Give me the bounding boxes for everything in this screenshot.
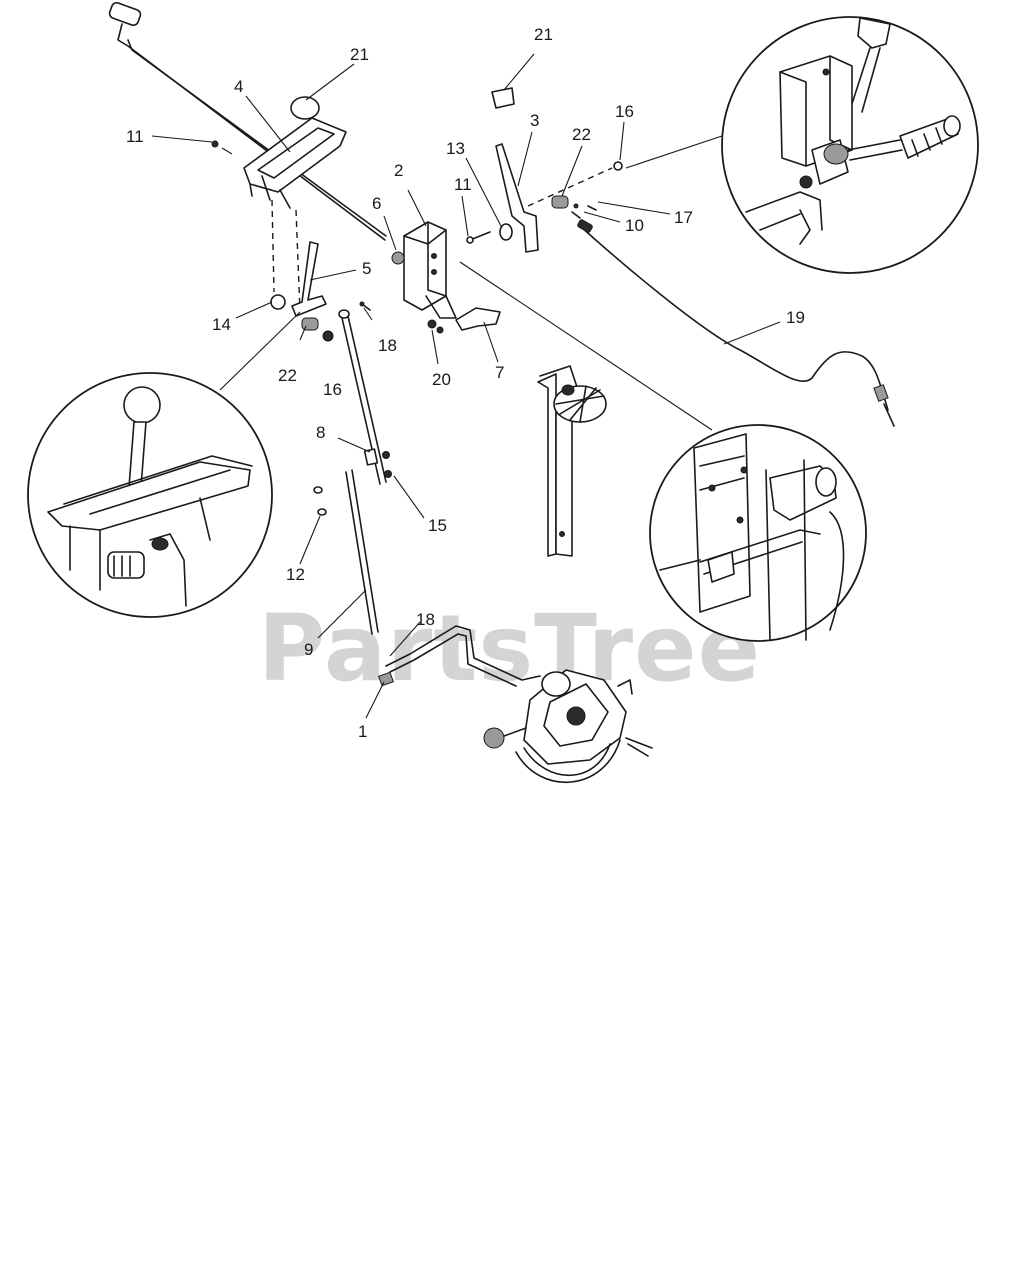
detail-view-upper-right (625, 16, 979, 274)
part-4-shift-plate (243, 117, 347, 209)
part-16-nut-right (613, 161, 623, 171)
callout-11-center: 11 (454, 175, 472, 194)
part-10-clip (571, 203, 581, 219)
callout-15: 15 (428, 516, 447, 535)
part-22-spring-left (301, 317, 319, 331)
part-14-washer (270, 294, 286, 310)
callout-11-left: 11 (126, 127, 144, 146)
callout-16-right: 16 (615, 102, 634, 121)
callout-1: 1 (358, 722, 367, 741)
part-5-lever (291, 241, 327, 317)
callout-4: 4 (234, 77, 243, 96)
alignment-line-2 (295, 209, 301, 313)
callout-18-lower: 18 (416, 610, 435, 629)
watermark-text: PartsTree (258, 595, 761, 702)
part-21-knob-left (290, 96, 320, 120)
callout-10: 10 (625, 216, 644, 235)
callout-6: 6 (372, 194, 381, 213)
callout-labels: 21 4 11 14 22 16 5 18 6 2 11 13 3 21 22 … (126, 25, 805, 741)
part-7-plate (455, 307, 501, 331)
callout-16-left: 16 (323, 380, 342, 399)
gear-shaft-assembly (537, 365, 607, 557)
part-19-cable (577, 219, 895, 427)
callout-leaders (151, 53, 781, 719)
part-13-washer (499, 223, 513, 241)
alignment-line-1 (271, 199, 275, 293)
part-8-link-rod (338, 309, 387, 485)
part-6-nut (391, 251, 405, 265)
callout-21-center: 21 (534, 25, 553, 44)
part-21-knob-center (491, 87, 515, 109)
part-3-lever (495, 143, 539, 253)
shift-rod (108, 1, 387, 241)
callout-9: 9 (304, 640, 313, 659)
callout-22-left: 22 (278, 366, 297, 385)
part-22-spring-right (551, 195, 569, 209)
callout-21-left: 21 (350, 45, 369, 64)
callout-18-upper: 18 (378, 336, 397, 355)
part-17-pin (587, 205, 597, 211)
callout-5: 5 (362, 259, 371, 278)
part-15-nut-b (384, 470, 392, 478)
part-15-nut-a (382, 451, 390, 459)
callout-8: 8 (316, 423, 325, 442)
detail-view-lower-right (459, 261, 867, 642)
callout-17: 17 (674, 208, 693, 227)
callout-7: 7 (495, 363, 504, 382)
callout-13: 13 (446, 139, 465, 158)
detail-view-shift-lever (27, 311, 301, 618)
part-20-nut (427, 319, 444, 334)
callout-3: 3 (530, 111, 539, 130)
part-11-pin-center (466, 231, 491, 244)
callout-14: 14 (212, 315, 231, 334)
callout-12: 12 (286, 565, 305, 584)
callout-2: 2 (394, 161, 403, 180)
callout-20: 20 (432, 370, 451, 389)
callout-22-right: 22 (572, 125, 591, 144)
callout-19: 19 (786, 308, 805, 327)
part-9-long-rod (345, 469, 379, 635)
part-11-screw-left (211, 140, 233, 155)
part-16-nut-left (322, 330, 334, 342)
transmission-assembly (378, 625, 653, 784)
alignment-line-3 (527, 167, 613, 207)
part-2-bracket (403, 221, 457, 319)
part-18-pin-upper (359, 301, 371, 311)
part-12-clips (313, 486, 327, 516)
